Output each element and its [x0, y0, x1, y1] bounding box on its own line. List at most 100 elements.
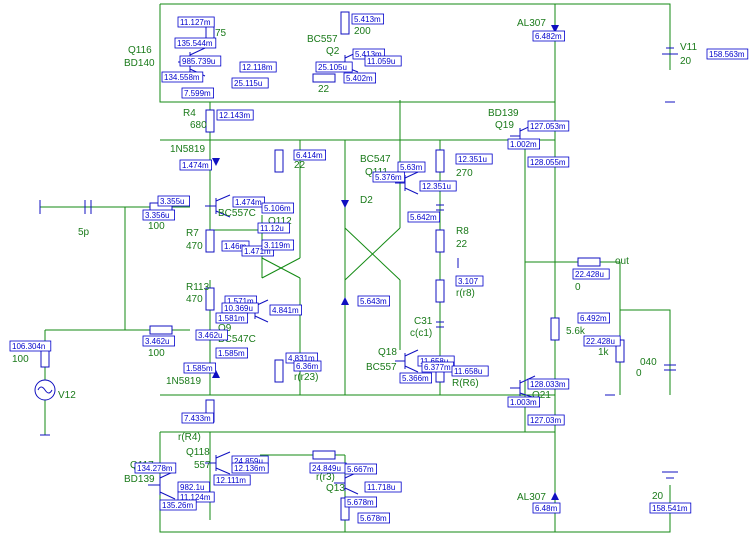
- measurement-m37[interactable]: 10.369u: [221, 302, 259, 314]
- measurement-m12[interactable]: 25.115u: [231, 77, 269, 89]
- measurement-box: [215, 312, 249, 324]
- resistor-r22-top[interactable]: [312, 73, 336, 83]
- resistor-rr8[interactable]: [435, 279, 445, 303]
- measurement-m18[interactable]: 6.414m: [293, 149, 327, 161]
- measurement-m48[interactable]: 6.36m: [293, 360, 322, 372]
- measurement-m28[interactable]: 5.106m: [261, 202, 295, 214]
- resistor-r100-src[interactable]: [149, 325, 173, 335]
- measurement-m68[interactable]: 135.26m: [159, 499, 197, 511]
- resistor-r7[interactable]: [205, 229, 215, 253]
- measurement-m35[interactable]: 3.107: [455, 275, 484, 287]
- measurement-m42[interactable]: 3.462u: [195, 329, 229, 341]
- measurement-value: 5.366m: [402, 374, 429, 383]
- measurement-m39[interactable]: 5.643m: [357, 295, 391, 307]
- measurement-m41[interactable]: 6.492m: [577, 312, 611, 324]
- measurement-m51[interactable]: 1.585m: [183, 362, 217, 374]
- measurement-value: 5.376m: [375, 173, 402, 182]
- measurement-m25[interactable]: 3.355u: [157, 195, 191, 207]
- measurement-m43[interactable]: 3.462u: [142, 335, 176, 347]
- measurement-box: [344, 463, 378, 475]
- measurement-m30[interactable]: 11.12u: [257, 222, 291, 234]
- measurement-m50[interactable]: 6.377m: [421, 361, 455, 373]
- measurement-m55[interactable]: 1.003m: [507, 396, 541, 408]
- label-bd139-q117: BD139: [124, 474, 155, 485]
- measurement-value: 6.48m: [535, 504, 558, 513]
- measurement-m16[interactable]: 127.053m: [527, 120, 570, 132]
- measurement-m21[interactable]: 1.474m: [179, 159, 213, 171]
- measurement-m54[interactable]: 128.033m: [527, 378, 570, 390]
- measurement-m64[interactable]: 11.718u: [364, 481, 402, 493]
- measurement-m22[interactable]: 5.63m: [397, 161, 426, 173]
- measurement-m3[interactable]: 6.482m: [532, 30, 566, 42]
- resistor-rr23[interactable]: [274, 359, 284, 383]
- measurement-m59[interactable]: 12.136m: [231, 462, 269, 474]
- measurement-m13[interactable]: 5.402m: [343, 72, 377, 84]
- measurement-m5[interactable]: 985.739u: [179, 55, 222, 67]
- measurement-m19[interactable]: 12.351u: [455, 153, 493, 165]
- diode-top-icon: [212, 158, 220, 166]
- measurement-m23[interactable]: 5.376m: [372, 171, 406, 183]
- measurement-m33[interactable]: 3.119m: [261, 239, 295, 251]
- measurement-m65[interactable]: 982.1u: [177, 481, 211, 493]
- label-r100-fb: 100: [12, 354, 29, 365]
- measurement-m27[interactable]: 3.356u: [142, 209, 176, 221]
- measurement-m24[interactable]: 12.351u: [419, 180, 457, 192]
- resistor-r8[interactable]: [435, 229, 445, 253]
- label-v11-name: V11: [680, 42, 697, 53]
- measurement-m8[interactable]: 11.059u: [364, 55, 402, 67]
- measurement-m57[interactable]: 127.03m: [527, 414, 565, 426]
- measurements-layer: 11.127m 5.413m 6.482m 135.544m 985.739u 12.11…: [9, 13, 749, 524]
- measurement-m9[interactable]: 158.563m: [706, 48, 749, 60]
- resistor-r113[interactable]: [205, 287, 215, 311]
- measurement-m11[interactable]: 25.105u: [315, 61, 353, 73]
- measurement-m44[interactable]: 22.428u: [583, 335, 621, 347]
- measurement-m71[interactable]: 158.541m: [649, 502, 692, 514]
- measurement-m45[interactable]: 106.304n: [9, 340, 52, 352]
- measurement-m40[interactable]: 1.581m: [215, 312, 249, 324]
- resistor-r22-mid[interactable]: [274, 149, 284, 173]
- measurement-m29[interactable]: 5.642m: [407, 211, 441, 223]
- measurement-m60[interactable]: 24.849u: [309, 462, 347, 474]
- measurement-m34[interactable]: 22.428u: [572, 268, 610, 280]
- measurement-m52[interactable]: 5.366m: [399, 372, 433, 384]
- resistor-r270[interactable]: [435, 149, 445, 173]
- measurement-m20[interactable]: 128.055m: [527, 156, 570, 168]
- measurement-m38[interactable]: 4.841m: [269, 304, 303, 316]
- measurement-m69[interactable]: 5.678m: [357, 512, 391, 524]
- label-out: out: [615, 256, 629, 267]
- measurement-m1[interactable]: 11.127m: [177, 16, 215, 28]
- measurement-m46[interactable]: 1.585m: [215, 347, 249, 359]
- measurement-m56[interactable]: 7.433m: [181, 412, 215, 424]
- measurement-m32[interactable]: 1.471m: [241, 245, 275, 257]
- measurement-m6[interactable]: 12.118m: [239, 61, 277, 73]
- resistor-r200[interactable]: [340, 11, 350, 35]
- measurement-m10[interactable]: 134.558m: [161, 71, 204, 83]
- measurement-m17[interactable]: 1.002m: [507, 138, 541, 150]
- label-d1n5819-bot: 1N5819: [166, 376, 201, 387]
- measurement-m14[interactable]: 7.599m: [181, 87, 215, 99]
- resistor-r-out[interactable]: [577, 257, 601, 267]
- measurement-m63[interactable]: 12.111m: [213, 474, 251, 486]
- resistor-r56k[interactable]: [550, 317, 560, 341]
- measurement-m62[interactable]: 134.278m: [134, 462, 177, 474]
- measurement-m4[interactable]: 135.544m: [174, 37, 217, 49]
- measurement-m2[interactable]: 5.413m: [351, 13, 385, 25]
- measurement-m67[interactable]: 5.678m: [344, 496, 378, 508]
- resistor-rr3[interactable]: [312, 450, 336, 460]
- measurement-value: 6.482m: [535, 32, 562, 41]
- label-r557: 557: [194, 460, 211, 471]
- measurement-m53[interactable]: 11.658u: [451, 365, 489, 377]
- resistor-r4[interactable]: [205, 109, 215, 133]
- measurement-value: 12.136m: [234, 464, 265, 473]
- measurement-value: 12.143m: [219, 111, 250, 120]
- measurement-m15[interactable]: 12.143m: [216, 109, 254, 121]
- measurement-box: [179, 159, 213, 171]
- measurement-m26[interactable]: 1.474m: [232, 196, 266, 208]
- measurement-box: [231, 77, 269, 89]
- measurement-m70[interactable]: 6.48m: [532, 502, 561, 514]
- label-v12: V12: [58, 390, 76, 401]
- measurement-value: 6.36m: [296, 362, 319, 371]
- measurement-value: 134.278m: [137, 464, 173, 473]
- measurement-m61[interactable]: 5.667m: [344, 463, 378, 475]
- measurement-value: 5.642m: [410, 213, 437, 222]
